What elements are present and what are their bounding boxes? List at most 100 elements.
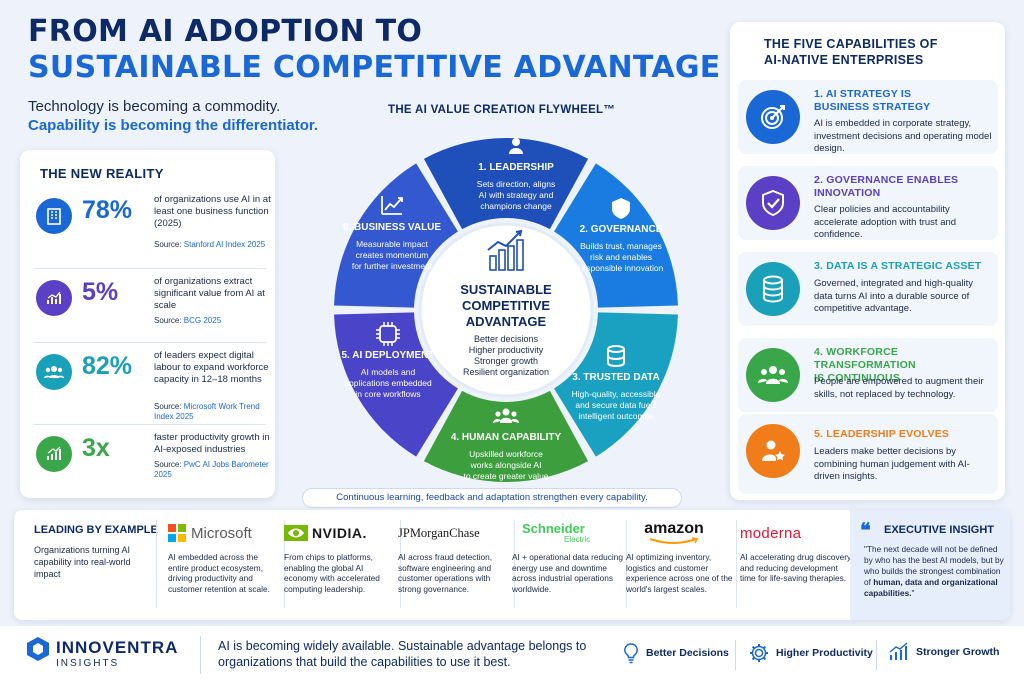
growth-icon — [36, 436, 72, 472]
segment-desc: risk and enables — [590, 252, 652, 262]
subtitle-line1: Technology is becoming a commodity. — [28, 98, 281, 115]
segment-desc: Upskilled workforce — [469, 449, 543, 459]
company-microsoft: Microsoft AI embedded across the entire … — [168, 520, 280, 594]
title-line1: FROM AI ADOPTION TO — [28, 14, 423, 49]
brand-sub: INSIGHTS — [56, 658, 120, 669]
divider — [34, 268, 266, 269]
divider — [876, 640, 877, 670]
capability-card: 3. DATA IS A STRATEGIC ASSET Governed, i… — [738, 252, 998, 326]
stat-text: faster productivity growth in AI-exposed… — [154, 432, 270, 455]
growth-icon — [889, 642, 908, 660]
stat-value: 3x — [82, 434, 110, 462]
insight-text: "The next decade will not be defined by … — [864, 544, 1004, 598]
stat-source: Source: Microsoft Work Trend Index 2025 — [154, 402, 260, 421]
company-jpmorgan: JPMorganChase AI across fraud detection,… — [398, 520, 510, 594]
segment-title: 3. TRUSTED DATA — [572, 372, 659, 383]
insight-heading: EXECUTIVE INSIGHT — [884, 524, 995, 536]
segment-icon — [612, 198, 630, 219]
segment-icon — [381, 196, 403, 215]
segment-desc: champions change — [480, 201, 552, 211]
company-schneider: Schneider Electric AI + operational data… — [512, 520, 624, 594]
stat-text: of leaders expect digital labour to expa… — [154, 350, 269, 385]
growth-chart-icon — [487, 229, 524, 271]
segment-icon — [493, 408, 519, 423]
stat-text: of organizations use AI in at least one … — [154, 194, 271, 229]
flywheel-segment — [423, 138, 589, 230]
segment-title: 2. GOVERNANCE — [580, 224, 663, 235]
footer-item: Higher Productivity — [748, 642, 873, 664]
examples-heading: LEADING BY EXAMPLE — [34, 524, 158, 536]
stat-item: 78% of organizations use AI in at least … — [34, 194, 271, 274]
company-desc: AI optimizing inventory, logistics and c… — [626, 552, 733, 594]
examples-desc: Organizations turning AI capability into… — [34, 545, 131, 579]
microsoft-logo: Microsoft — [168, 520, 280, 546]
divider — [156, 520, 157, 608]
segment-desc: works alongside AI — [470, 460, 542, 470]
flywheel-segment — [334, 312, 458, 457]
divider — [34, 424, 266, 425]
company-desc: AI accelerating drug discovery and reduc… — [740, 552, 852, 583]
company-nvidia: NVIDIA. From chips to platforms, enablin… — [284, 520, 396, 594]
stat-value: 5% — [82, 278, 119, 306]
stat-value: 78% — [82, 196, 133, 224]
center-benefit: Resilient organization — [463, 367, 549, 377]
shield-icon — [746, 176, 800, 230]
divider — [400, 520, 401, 608]
segment-desc: AI with strategy and — [479, 190, 554, 200]
team-icon — [746, 348, 800, 402]
stat-item: 5% of organizations extract significant … — [34, 276, 270, 356]
capability-title: 5. LEADERSHIP EVOLVES — [814, 428, 950, 440]
company-desc: AI embedded across the entire product ec… — [168, 552, 270, 594]
segment-title: 5. AI DEPLOYMENT — [342, 350, 435, 361]
quote-icon: ❝ — [860, 520, 871, 542]
bulb-icon — [624, 643, 638, 664]
footer: INNOVENTRA INSIGHTS AI is becoming widel… — [0, 626, 1024, 683]
center-title3: ADVANTAGE — [466, 314, 547, 329]
segment-desc: applications embedded — [344, 378, 432, 388]
flywheel-caption: Continuous learning, feedback and adapta… — [302, 488, 682, 508]
segment-desc: Measurable impact — [356, 239, 428, 249]
segment-desc: creates momentum — [356, 250, 429, 260]
brand-name: INNOVENTRA — [56, 638, 179, 657]
stat-source: Source: BCG 2025 — [154, 316, 222, 325]
segment-title: 1. LEADERSHIP — [478, 162, 554, 173]
flywheel-segment — [554, 163, 678, 308]
amazon-logo: amazon — [626, 520, 722, 546]
subtitle: Technology is becoming a commodity. Capa… — [28, 97, 318, 135]
stat-item: 3x faster productivity growth in AI-expo… — [34, 432, 270, 512]
new-reality-panel: THE NEW REALITY 78% of organizations use… — [20, 150, 275, 498]
flywheel-center — [418, 222, 594, 398]
brand: INNOVENTRA INSIGHTS — [26, 636, 177, 669]
moderna-logo: moderna — [740, 524, 802, 542]
subtitle-line2: Capability is becoming the differentiato… — [28, 117, 319, 134]
segment-title: 6. BUSINESS VALUE — [343, 222, 441, 233]
divider — [626, 520, 627, 608]
divider — [284, 520, 285, 608]
flywheel-diagram: SUSTAINABLE COMPETITIVE ADVANTAGE Better… — [334, 138, 678, 483]
footer-item: Stronger Growth — [888, 642, 999, 662]
flywheel-segment — [334, 163, 458, 308]
segment-title: 4. HUMAN CAPABILITY — [451, 432, 562, 443]
center-title1: SUSTAINABLE — [460, 282, 552, 297]
stat-source: Source: Stanford AI Index 2025 — [154, 240, 266, 249]
title-line2: SUSTAINABLE COMPETITIVE ADVANTAGE — [28, 50, 721, 85]
company-moderna: moderna AI accelerating drug discovery a… — [740, 520, 852, 584]
center-title2: COMPETITIVE — [462, 298, 550, 313]
chart-icon — [36, 280, 72, 316]
gear-icon — [750, 644, 768, 662]
capability-desc: Clear policies and accountability accele… — [814, 204, 957, 240]
capability-card: 5. LEADERSHIP EVOLVES Leaders make bette… — [738, 414, 998, 494]
divider — [34, 342, 266, 343]
center-benefit: Higher productivity — [469, 345, 544, 355]
capability-desc: Leaders make better decisions by combini… — [814, 446, 970, 482]
capability-desc: AI is embedded in corporate strategy, in… — [814, 118, 992, 154]
footer-tagline: AI is becoming widely available. Sustain… — [218, 639, 587, 669]
segment-icon — [607, 345, 625, 368]
database-icon — [746, 262, 800, 316]
